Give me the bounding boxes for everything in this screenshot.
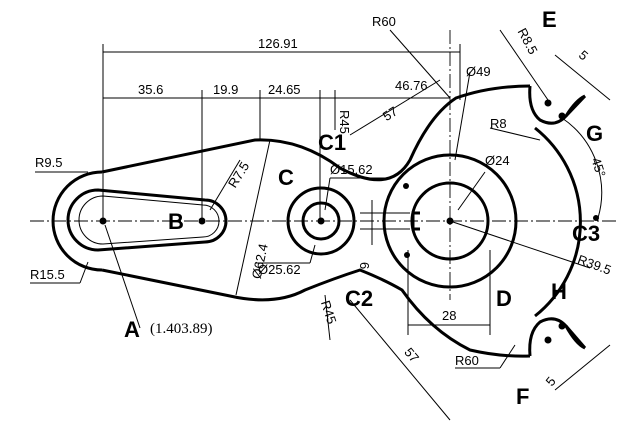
bottom-notch-edge bbox=[564, 325, 587, 349]
label-f: F bbox=[516, 384, 529, 409]
dim-r45-bottom: R45 bbox=[318, 298, 340, 325]
dim-dia-24: Ø24 bbox=[485, 153, 510, 168]
label-c2: C2 bbox=[345, 286, 373, 311]
dim-dia-15-62: Ø15.62 bbox=[330, 162, 373, 177]
label-c1: C1 bbox=[318, 130, 346, 155]
point-labels: A (1.403.89) B C C1 C2 C3 D E F G H bbox=[124, 7, 603, 409]
dim-r60-top: R60 bbox=[372, 14, 396, 29]
point-g bbox=[558, 112, 566, 120]
point-d bbox=[446, 217, 454, 225]
circle-d-outer bbox=[382, 153, 518, 289]
five-top-line bbox=[554, 54, 611, 101]
dim-19-9: 19.9 bbox=[213, 82, 238, 97]
dim-46-76: 46.76 bbox=[395, 78, 428, 93]
dim-r60-bottom: R60 bbox=[455, 353, 479, 368]
dim-r39-5: R39.5 bbox=[576, 252, 614, 278]
dim-24-65: 24.65 bbox=[268, 82, 301, 97]
dim-r8: R8 bbox=[490, 116, 507, 131]
keyway bbox=[411, 211, 420, 231]
dim-35-6: 35.6 bbox=[138, 82, 163, 97]
dimension-texts: 126.91 35.6 19.9 24.65 46.76 R60 R8.5 5 … bbox=[30, 14, 613, 389]
r39-5-leader bbox=[449, 220, 591, 269]
dim-57-top: 57 bbox=[380, 103, 400, 123]
r60-top-leader bbox=[389, 29, 451, 99]
left-lobe-arc bbox=[51, 170, 103, 272]
point-c bbox=[317, 217, 325, 225]
top-notch bbox=[528, 85, 586, 125]
r45-bottom-leader bbox=[324, 294, 331, 341]
bottom-notch bbox=[528, 317, 586, 357]
point-f bbox=[544, 336, 552, 344]
r15-5-leader2 bbox=[79, 261, 89, 284]
dia-25-leader2 bbox=[309, 244, 316, 264]
r7-5-leader bbox=[209, 159, 241, 211]
dim-126-91: 126.91 bbox=[258, 36, 298, 51]
circle-c-inner bbox=[301, 201, 341, 241]
bottom-edge bbox=[101, 268, 531, 358]
dim-r15-5: R15.5 bbox=[30, 267, 65, 282]
right-arc bbox=[534, 126, 582, 318]
five-bottom-line bbox=[554, 344, 611, 391]
len-57-bottom-line bbox=[349, 299, 451, 421]
r8-5-leader bbox=[499, 29, 549, 101]
dim-angle-45: 45° bbox=[588, 156, 608, 179]
label-b: B bbox=[168, 209, 184, 234]
len-57-top-line bbox=[349, 79, 441, 136]
part-outline bbox=[51, 84, 587, 358]
dia-24-leader bbox=[457, 171, 486, 211]
dia-15-leader2 bbox=[324, 177, 331, 211]
dim-r45-top: R45 bbox=[337, 110, 352, 134]
dim-57-bottom: 57 bbox=[401, 345, 422, 366]
label-e: E bbox=[542, 7, 557, 32]
dim-dia-25-62: Ø25.62 bbox=[258, 262, 301, 277]
label-a: A bbox=[124, 317, 140, 342]
label-g: G bbox=[586, 121, 603, 146]
dim-six: 6 bbox=[357, 262, 372, 269]
inner-slot bbox=[78, 195, 220, 245]
point-a bbox=[99, 217, 107, 225]
dim-r9-5: R9.5 bbox=[35, 155, 62, 170]
point-c2 bbox=[404, 252, 410, 258]
point-e bbox=[544, 99, 552, 107]
point-b bbox=[198, 217, 206, 225]
label-d: D bbox=[496, 286, 512, 311]
label-a-coord: (1.403.89) bbox=[150, 321, 213, 337]
outer-slot bbox=[66, 188, 228, 252]
dim-28: 28 bbox=[442, 308, 456, 323]
dim-r7-5: R7.5 bbox=[225, 159, 252, 190]
point-c3 bbox=[593, 215, 599, 221]
dim-dia-62-4: Ø62.4 bbox=[249, 242, 271, 280]
reference-points bbox=[99, 99, 599, 344]
dim-r8-5: R8.5 bbox=[515, 26, 541, 57]
a-leader bbox=[104, 224, 141, 329]
dimension-lines bbox=[30, 29, 611, 421]
dim-five-top: 5 bbox=[576, 47, 591, 63]
dim-five-bottom: 5 bbox=[543, 374, 559, 389]
label-h: H bbox=[551, 279, 567, 304]
dim-dia-49: Ø49 bbox=[466, 64, 491, 79]
top-edge bbox=[101, 84, 531, 182]
label-c3: C3 bbox=[572, 221, 600, 246]
label-c: C bbox=[278, 165, 294, 190]
r60-bottom-leader2 bbox=[499, 344, 516, 369]
circle-c-outer bbox=[286, 186, 356, 256]
center-lines bbox=[30, 30, 618, 300]
point-c1 bbox=[403, 183, 409, 189]
dia-49-leader bbox=[454, 71, 471, 161]
point-h bbox=[558, 322, 566, 330]
angle-arc bbox=[561, 117, 603, 219]
dia-62-leader bbox=[235, 139, 271, 296]
r8-leader bbox=[489, 127, 541, 141]
top-notch-edge bbox=[564, 94, 587, 118]
